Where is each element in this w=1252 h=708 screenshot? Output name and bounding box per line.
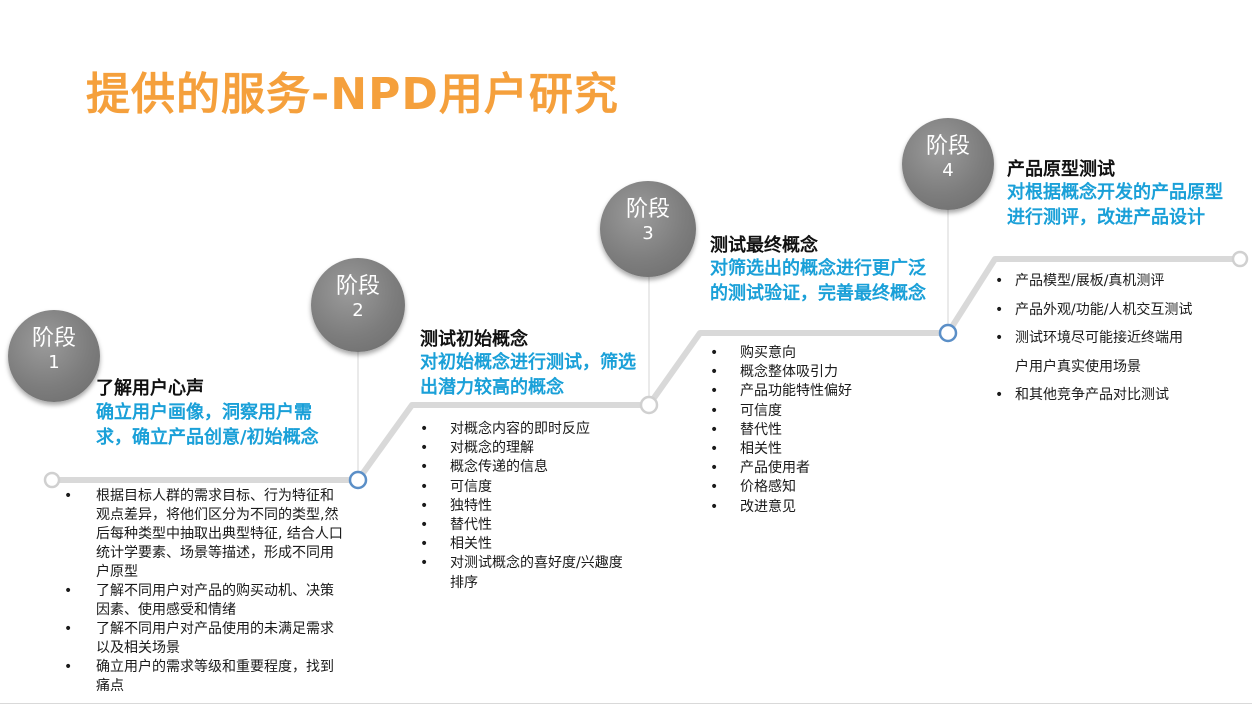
list-item: 价格感知	[710, 478, 930, 497]
list-item: 产品功能特性偏好	[710, 382, 930, 401]
track-end-node	[1231, 250, 1249, 268]
list-item: 概念整体吸引力	[710, 363, 930, 382]
stage-1-heading: 了解用户心声	[96, 378, 204, 399]
stage-4-circle: 阶段 4	[902, 118, 994, 210]
stage-3-subtitle: 对筛选出的概念进行更广泛的测试验证，完善最终概念	[710, 258, 926, 304]
list-item: 和其他竞争产品对比测试	[995, 381, 1195, 410]
stage-4-label: 阶段	[925, 134, 970, 159]
list-item: 产品外观/功能/人机交互测试	[995, 296, 1195, 325]
list-item: 可信度	[420, 478, 632, 497]
list-item: 产品模型/展板/真机测评	[995, 267, 1195, 296]
stage-4-heading: 产品原型测试	[1007, 159, 1115, 180]
list-item: 可信度	[710, 402, 930, 421]
stage-4-subtitle: 对根据概念开发的产品原型进行测评，改进产品设计	[1007, 182, 1223, 228]
stage-3-circle: 阶段 3	[600, 181, 696, 277]
stage-1-subtitle: 确立用户画像，洞察用户需求，确立产品创意/初始概念	[96, 402, 319, 448]
list-item: 对测试概念的喜好度/兴趣度排序	[420, 554, 632, 592]
stage-2-number: 2	[352, 300, 364, 321]
list-item: 概念传递的信息	[420, 458, 632, 477]
stage-1-label: 阶段	[31, 326, 76, 351]
stage-2-circle: 阶段 2	[311, 258, 405, 352]
stage-1-node	[43, 471, 61, 489]
page-title: 提供的服务-NPD用户研究	[86, 69, 619, 120]
stage-3-heading: 测试最终概念	[710, 235, 818, 256]
stage-1-bullets: 根据目标人群的需求目标、行为特征和观点差异，将他们区分为不同的类型,然后每种类型…	[64, 487, 346, 696]
stage-2-label: 阶段	[335, 274, 380, 299]
stage-4-node	[938, 323, 958, 343]
stage-2-node	[348, 470, 368, 490]
footer-divider	[0, 703, 1252, 704]
stage-1-number: 1	[48, 352, 60, 373]
list-item: 对概念内容的即时反应	[420, 420, 632, 439]
stage-1-circle: 阶段 1	[8, 310, 100, 402]
stage-2-subtitle: 对初始概念进行测试，筛选出潜力较高的概念	[420, 352, 636, 398]
list-item: 替代性	[420, 516, 632, 535]
list-item: 独特性	[420, 497, 632, 516]
stage-3-bullets: 购买意向 概念整体吸引力 产品功能特性偏好 可信度 替代性 相关性 产品使用者 …	[710, 344, 930, 517]
list-item: 对概念的理解	[420, 439, 632, 458]
list-item: 根据目标人群的需求目标、行为特征和观点差异，将他们区分为不同的类型,然后每种类型…	[64, 487, 346, 582]
list-item: 产品使用者	[710, 459, 930, 478]
stage-4-bullets: 产品模型/展板/真机测评 产品外观/功能/人机交互测试 测试环境尽可能接近终端用…	[995, 267, 1195, 410]
list-item: 确立用户的需求等级和重要程度，找到痛点	[64, 658, 346, 696]
stage-3-number: 3	[642, 223, 654, 244]
stage-2-heading: 测试初始概念	[420, 329, 528, 350]
list-item: 替代性	[710, 421, 930, 440]
list-item: 相关性	[710, 440, 930, 459]
list-item: 购买意向	[710, 344, 930, 363]
list-item: 了解不同用户对产品使用的未满足需求以及相关场景	[64, 620, 346, 658]
stage-3-node	[639, 395, 659, 415]
stage-3-label: 阶段	[625, 197, 670, 222]
stage-4-number: 4	[942, 160, 954, 181]
list-item: 改进意见	[710, 498, 930, 517]
list-item: 相关性	[420, 535, 632, 554]
list-item: 测试环境尽可能接近终端用户用户真实使用场景	[995, 324, 1195, 381]
stage-2-bullets: 对概念内容的即时反应 对概念的理解 概念传递的信息 可信度 独特性 替代性 相关…	[420, 420, 632, 593]
progress-track	[49, 256, 1243, 483]
list-item: 了解不同用户对产品的购买动机、决策因素、使用感受和情绪	[64, 582, 346, 620]
